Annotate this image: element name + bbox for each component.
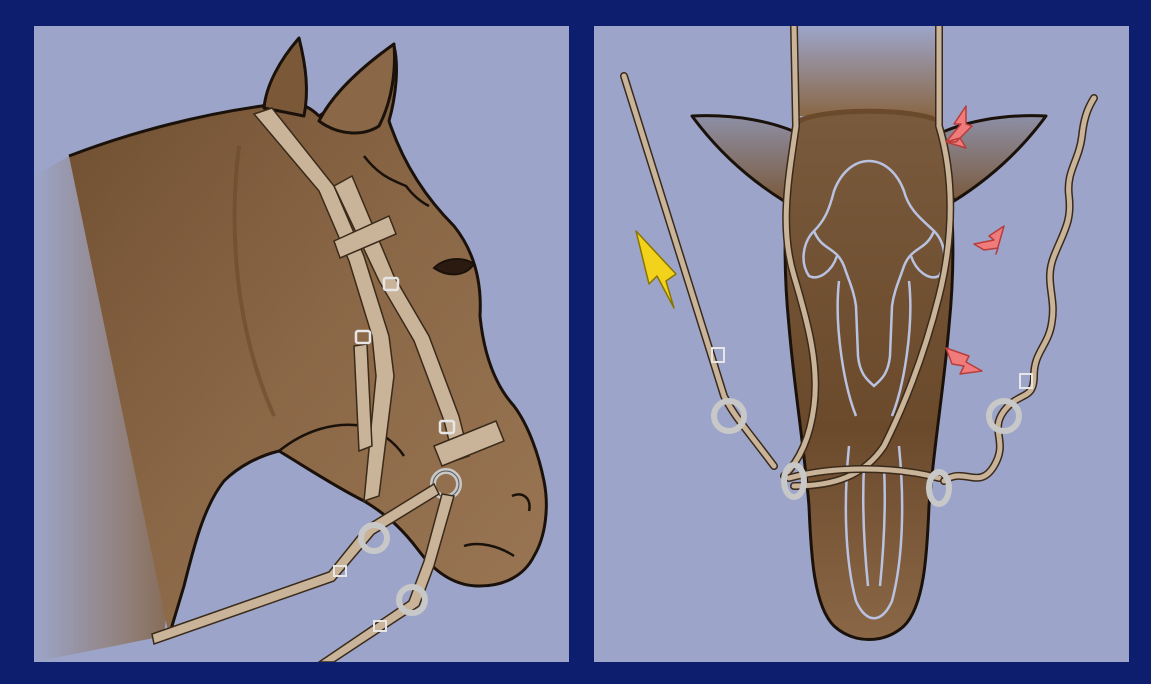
side-view-illustration [34,26,569,662]
side-view-panel [34,26,569,662]
pressure-arrow-cheek [946,348,982,374]
horse-face [785,111,953,639]
front-view-panel [594,26,1129,662]
pressure-arrow-eye [974,226,1004,254]
poll-fade [799,26,939,116]
ear-front [319,44,394,133]
ear-back [264,38,306,116]
front-view-illustration [594,26,1129,662]
pull-direction-arrow [636,231,676,308]
